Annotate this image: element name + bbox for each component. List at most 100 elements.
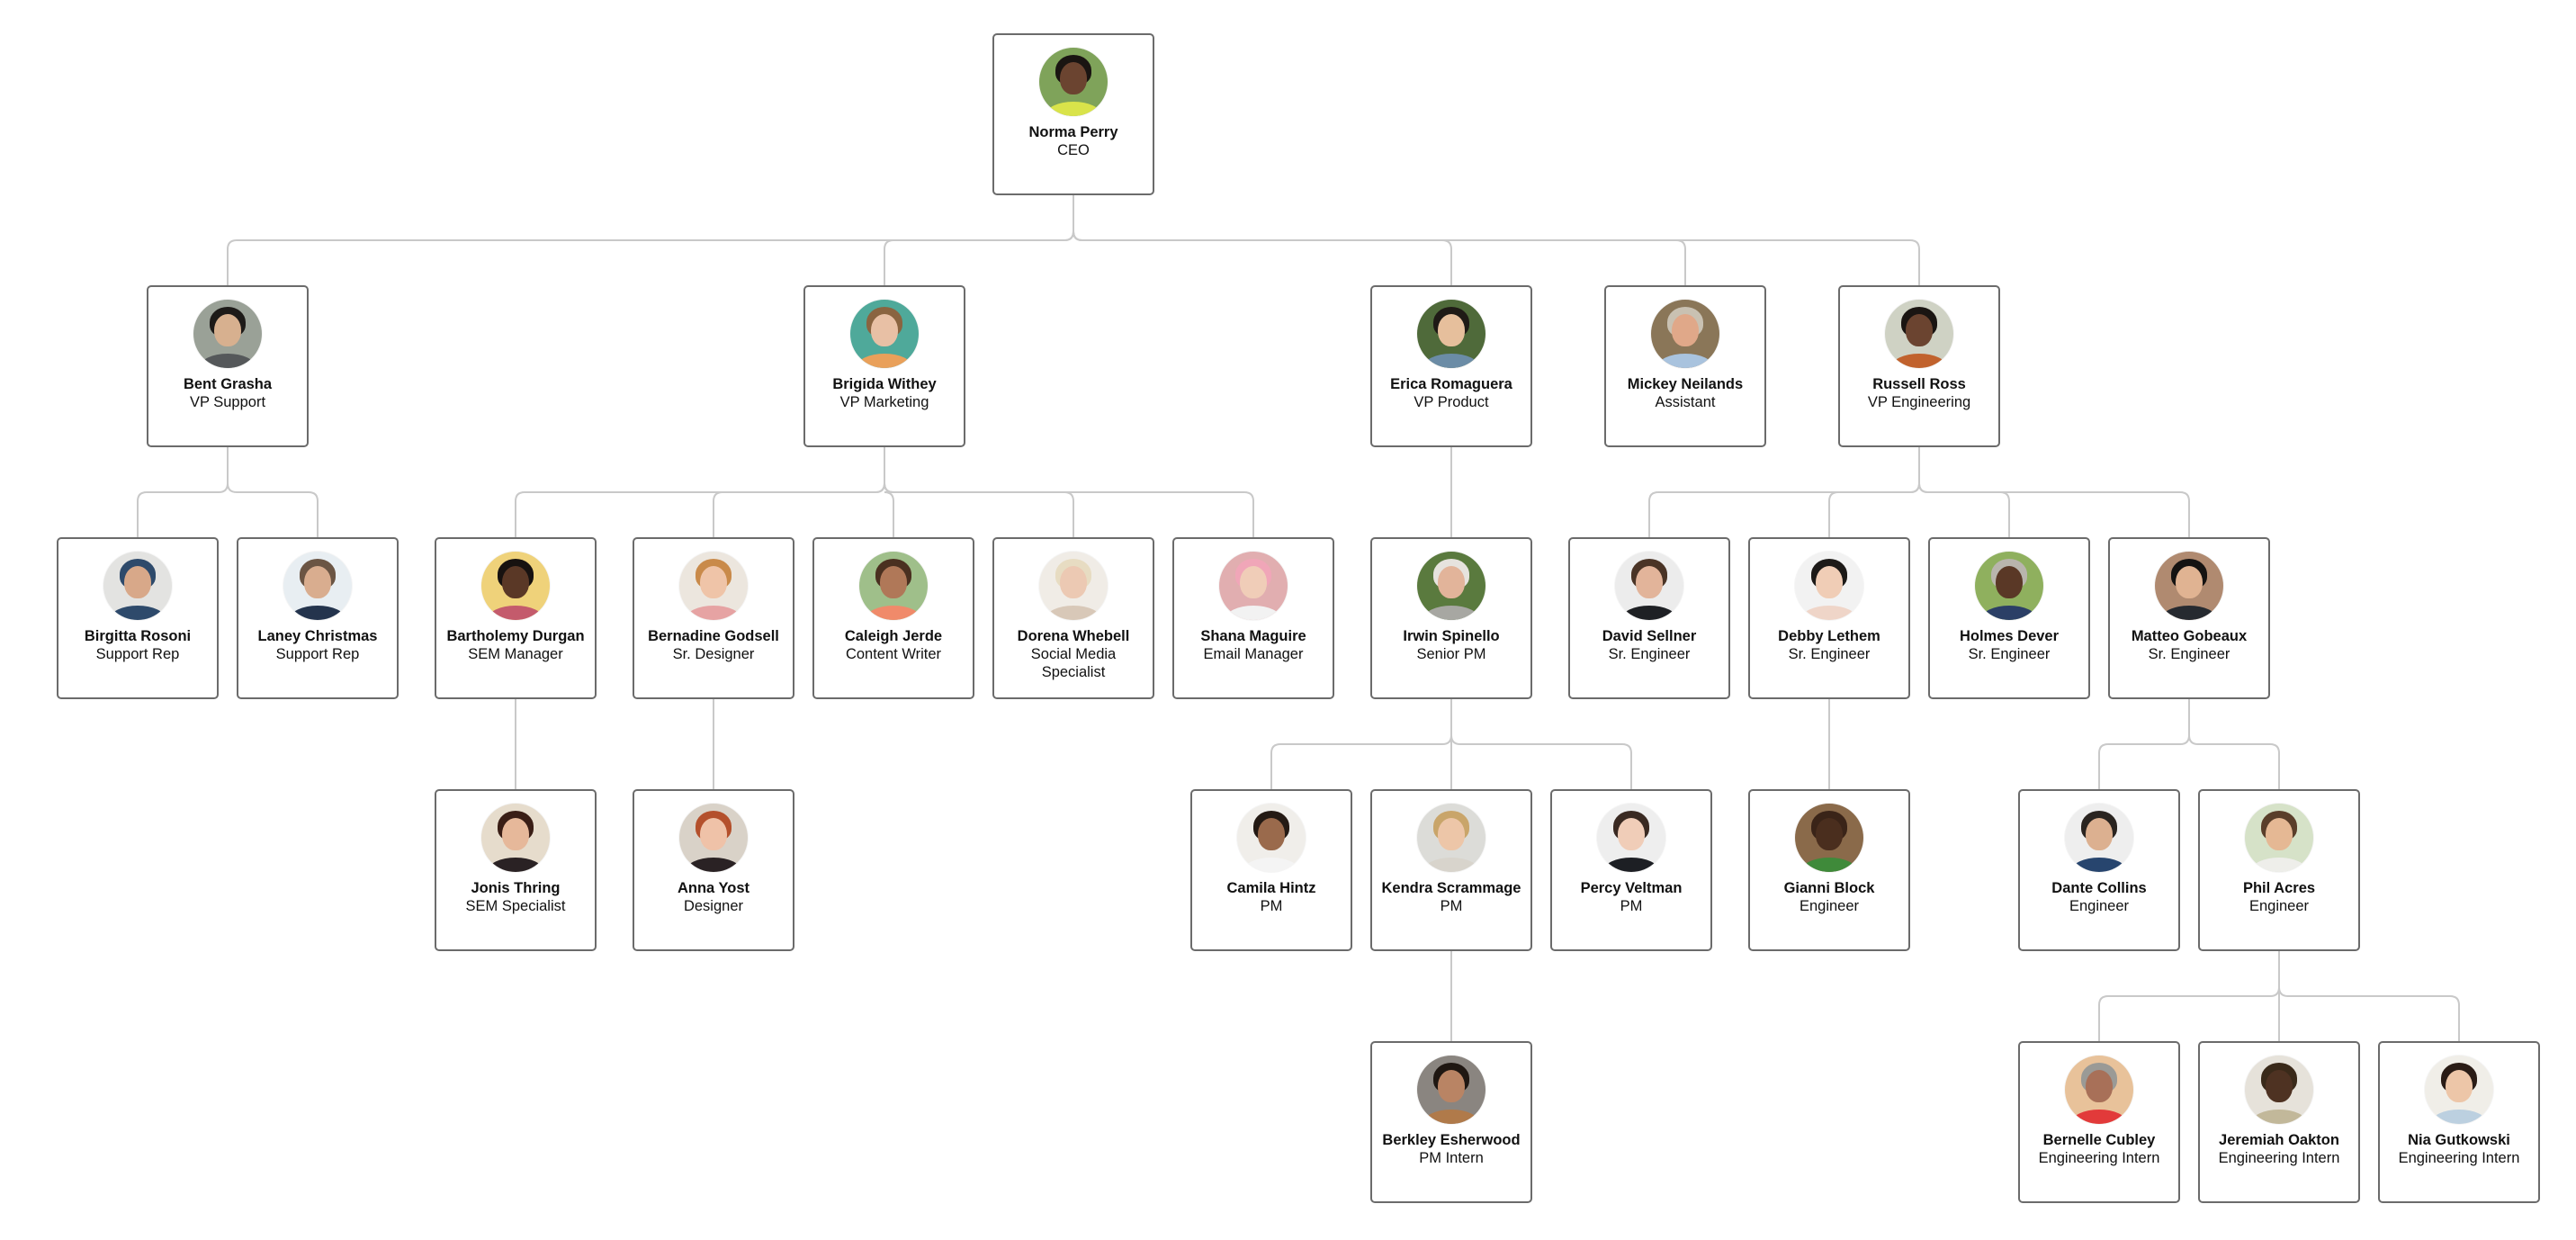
org-card-debby[interactable]: Debby Lethem Sr. Engineer xyxy=(1748,537,1910,699)
person-name: Matteo Gobeaux xyxy=(2131,628,2248,644)
person-title: Sr. Engineer xyxy=(1608,646,1691,662)
person-name: Bernadine Godsell xyxy=(648,628,779,644)
avatar xyxy=(1615,552,1683,620)
org-card-erica[interactable]: Erica Romaguera VP Product xyxy=(1370,285,1532,447)
avatar xyxy=(1237,804,1306,872)
connector-norma-russell xyxy=(1073,195,1920,285)
person-title: SEM Manager xyxy=(468,646,563,662)
avatar-shoulders xyxy=(1801,606,1857,620)
connector-brigida-caleigh xyxy=(884,447,894,537)
avatar-shoulders xyxy=(2161,606,2217,620)
person-title: Email Manager xyxy=(1203,646,1304,662)
org-card-birgitta[interactable]: Birgitta Rosoni Support Rep xyxy=(57,537,219,699)
avatar-face xyxy=(1438,566,1465,598)
avatar xyxy=(1795,804,1863,872)
org-card-norma[interactable]: Norma Perry CEO xyxy=(992,33,1154,195)
org-card-kendra[interactable]: Kendra Scrammage PM xyxy=(1370,789,1532,951)
connector-bent-birgitta xyxy=(137,447,229,537)
org-card-jonis[interactable]: Jonis Thring SEM Specialist xyxy=(435,789,597,951)
org-card-mickey[interactable]: Mickey Neilands Assistant xyxy=(1604,285,1766,447)
person-title: Senior PM xyxy=(1416,646,1486,662)
avatar-shoulders xyxy=(857,354,912,368)
person-title: Support Rep xyxy=(275,646,360,662)
connector-matteo-phil xyxy=(2188,699,2280,789)
org-card-bartholemy[interactable]: Bartholemy Durgan SEM Manager xyxy=(435,537,597,699)
person-name: Dante Collins xyxy=(2051,880,2147,896)
avatar-face xyxy=(1996,566,2023,598)
avatar-shoulders xyxy=(2431,1110,2487,1124)
avatar-face xyxy=(1816,566,1843,598)
org-card-irwin[interactable]: Irwin Spinello Senior PM xyxy=(1370,537,1532,699)
person-name: Birgitta Rosoni xyxy=(84,628,192,644)
avatar-face xyxy=(2266,1070,2293,1102)
org-card-jeremiah[interactable]: Jeremiah Oakton Engineering Intern xyxy=(2198,1041,2360,1203)
avatar xyxy=(2245,1056,2313,1124)
person-name: Phil Acres xyxy=(2242,880,2316,896)
org-card-bernadine[interactable]: Bernadine Godsell Sr. Designer xyxy=(633,537,794,699)
org-card-matteo[interactable]: Matteo Gobeaux Sr. Engineer xyxy=(2108,537,2270,699)
avatar xyxy=(1975,552,2043,620)
avatar xyxy=(859,552,928,620)
avatar-shoulders xyxy=(1423,858,1479,872)
avatar-shoulders xyxy=(866,606,921,620)
org-card-holmes[interactable]: Holmes Dever Sr. Engineer xyxy=(1928,537,2090,699)
connector-irwin-percy xyxy=(1450,699,1632,789)
person-title: PM xyxy=(1260,898,1283,914)
org-card-caleigh[interactable]: Caleigh Jerde Content Writer xyxy=(812,537,974,699)
org-card-bernelle[interactable]: Bernelle Cubley Engineering Intern xyxy=(2018,1041,2180,1203)
person-title: Sr. Engineer xyxy=(1788,646,1871,662)
org-card-dorena[interactable]: Dorena Whebell Social Media Specialist xyxy=(992,537,1154,699)
avatar xyxy=(2245,804,2313,872)
org-card-gianni[interactable]: Gianni Block Engineer xyxy=(1748,789,1910,951)
org-card-bent[interactable]: Bent Grasha VP Support xyxy=(147,285,309,447)
avatar xyxy=(2155,552,2223,620)
org-card-berkley[interactable]: Berkley Esherwood PM Intern xyxy=(1370,1041,1532,1203)
person-title: PM Intern xyxy=(1419,1150,1484,1166)
person-title: Sr. Engineer xyxy=(1968,646,2051,662)
person-name: Berkley Esherwood xyxy=(1382,1132,1521,1148)
avatar-shoulders xyxy=(1603,858,1659,872)
avatar xyxy=(2065,804,2133,872)
org-card-phil[interactable]: Phil Acres Engineer xyxy=(2198,789,2360,951)
org-card-shana[interactable]: Shana Maguire Email Manager xyxy=(1172,537,1334,699)
connector-bent-laney xyxy=(227,447,319,537)
org-card-anna[interactable]: Anna Yost Designer xyxy=(633,789,794,951)
person-title: PM xyxy=(1620,898,1643,914)
avatar xyxy=(1795,552,1863,620)
avatar-face xyxy=(880,566,907,598)
person-title: Assistant xyxy=(1655,394,1716,410)
org-card-nia[interactable]: Nia Gutkowski Engineering Intern xyxy=(2378,1041,2540,1203)
connector-phil-nia xyxy=(2278,951,2460,1041)
avatar xyxy=(1417,552,1485,620)
org-card-laney[interactable]: Laney Christmas Support Rep xyxy=(237,537,399,699)
org-card-percy[interactable]: Percy Veltman PM xyxy=(1550,789,1712,951)
org-card-brigida[interactable]: Brigida Withey VP Marketing xyxy=(803,285,965,447)
person-title: VP Engineering xyxy=(1867,394,1971,410)
avatar-face xyxy=(1258,818,1285,850)
avatar-shoulders xyxy=(110,606,166,620)
connector-russell-debby xyxy=(1828,447,1920,537)
person-name: Russell Ross xyxy=(1872,376,1966,392)
org-card-camila[interactable]: Camila Hintz PM xyxy=(1190,789,1352,951)
avatar xyxy=(481,552,550,620)
avatar-shoulders xyxy=(2251,1110,2307,1124)
avatar xyxy=(283,552,352,620)
avatar-shoulders xyxy=(1046,606,1101,620)
avatar xyxy=(850,300,919,368)
person-title: CEO xyxy=(1057,142,1090,158)
org-card-russell[interactable]: Russell Ross VP Engineering xyxy=(1838,285,2000,447)
person-title: VP Product xyxy=(1414,394,1489,410)
org-card-david[interactable]: David Sellner Sr. Engineer xyxy=(1568,537,1730,699)
person-title: Designer xyxy=(683,898,744,914)
avatar-face xyxy=(1060,62,1087,94)
avatar-shoulders xyxy=(1621,606,1677,620)
avatar xyxy=(1597,804,1665,872)
person-name: Laney Christmas xyxy=(257,628,378,644)
avatar xyxy=(1417,804,1485,872)
person-title: VP Marketing xyxy=(839,394,929,410)
person-name: Erica Romaguera xyxy=(1390,376,1512,392)
org-card-dante[interactable]: Dante Collins Engineer xyxy=(2018,789,2180,951)
avatar-face xyxy=(700,818,727,850)
avatar-shoulders xyxy=(1423,354,1479,368)
avatar-face xyxy=(1438,314,1465,346)
